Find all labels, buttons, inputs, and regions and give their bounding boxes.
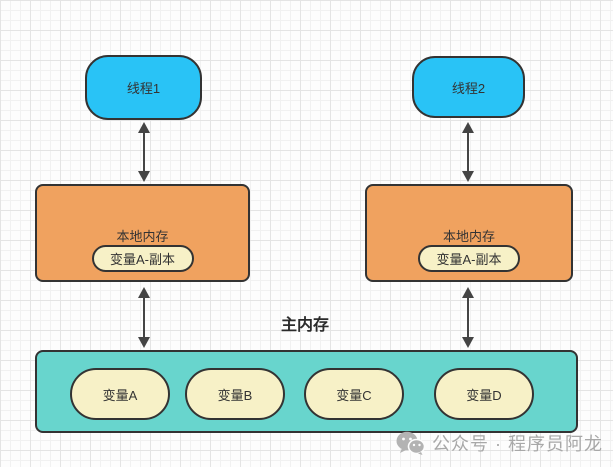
variable-b-pill: 变量B [185,368,285,420]
arrow-line [467,295,469,340]
main-memory-title: 主内存 [280,317,329,334]
local-memory-2-node: 本地内存 变量A-副本 [365,184,573,282]
thread-1-node: 线程1 [85,55,202,120]
arrow-down-icon [138,171,150,182]
variable-a-label: 变量A [102,387,138,403]
variable-b-label: 变量B [217,387,253,403]
variable-c-label: 变量C [336,387,372,403]
variable-d-pill: 变量D [434,368,534,420]
arrow-line [143,295,145,340]
variable-c-pill: 变量C [304,368,404,420]
watermark-text: 公众号 · 程序员阿龙 [432,434,603,454]
bidirectional-arrow-local2-main [462,287,474,348]
bidirectional-arrow-thread1-local1 [138,122,150,182]
thread-1-label: 线程1 [126,81,161,96]
thread-2-node: 线程2 [412,56,525,118]
variable-a-copy-label-2: 变量A-副本 [436,252,502,267]
arrow-line [467,130,469,174]
wechat-icon [396,431,425,455]
thread-2-label: 线程2 [451,80,486,96]
arrow-down-icon [462,171,474,182]
variable-a-pill: 变量A [70,368,170,420]
arrow-down-icon [138,337,150,348]
arrow-line [143,130,145,174]
bidirectional-arrow-thread2-local2 [462,122,474,182]
bidirectional-arrow-local1-main [138,287,150,348]
arrow-up-icon [462,287,474,298]
arrow-up-icon [138,122,150,133]
arrow-up-icon [138,287,150,298]
arrow-down-icon [462,337,474,348]
local-memory-1-label: 本地内存 [116,229,169,244]
local-memory-2-label: 本地内存 [442,229,495,244]
variable-a-copy-pill-2: 变量A-副本 [418,245,520,272]
arrow-up-icon [462,122,474,133]
variable-a-copy-label-1: 变量A-副本 [109,252,175,267]
variable-d-label: 变量D [466,387,502,403]
main-memory-node: 变量A 变量B 变量C 变量D [35,350,578,433]
variable-a-copy-pill-1: 变量A-副本 [91,245,194,272]
local-memory-1-node: 本地内存 变量A-副本 [35,184,250,282]
watermark: 公众号 · 程序员阿龙 [396,430,603,456]
